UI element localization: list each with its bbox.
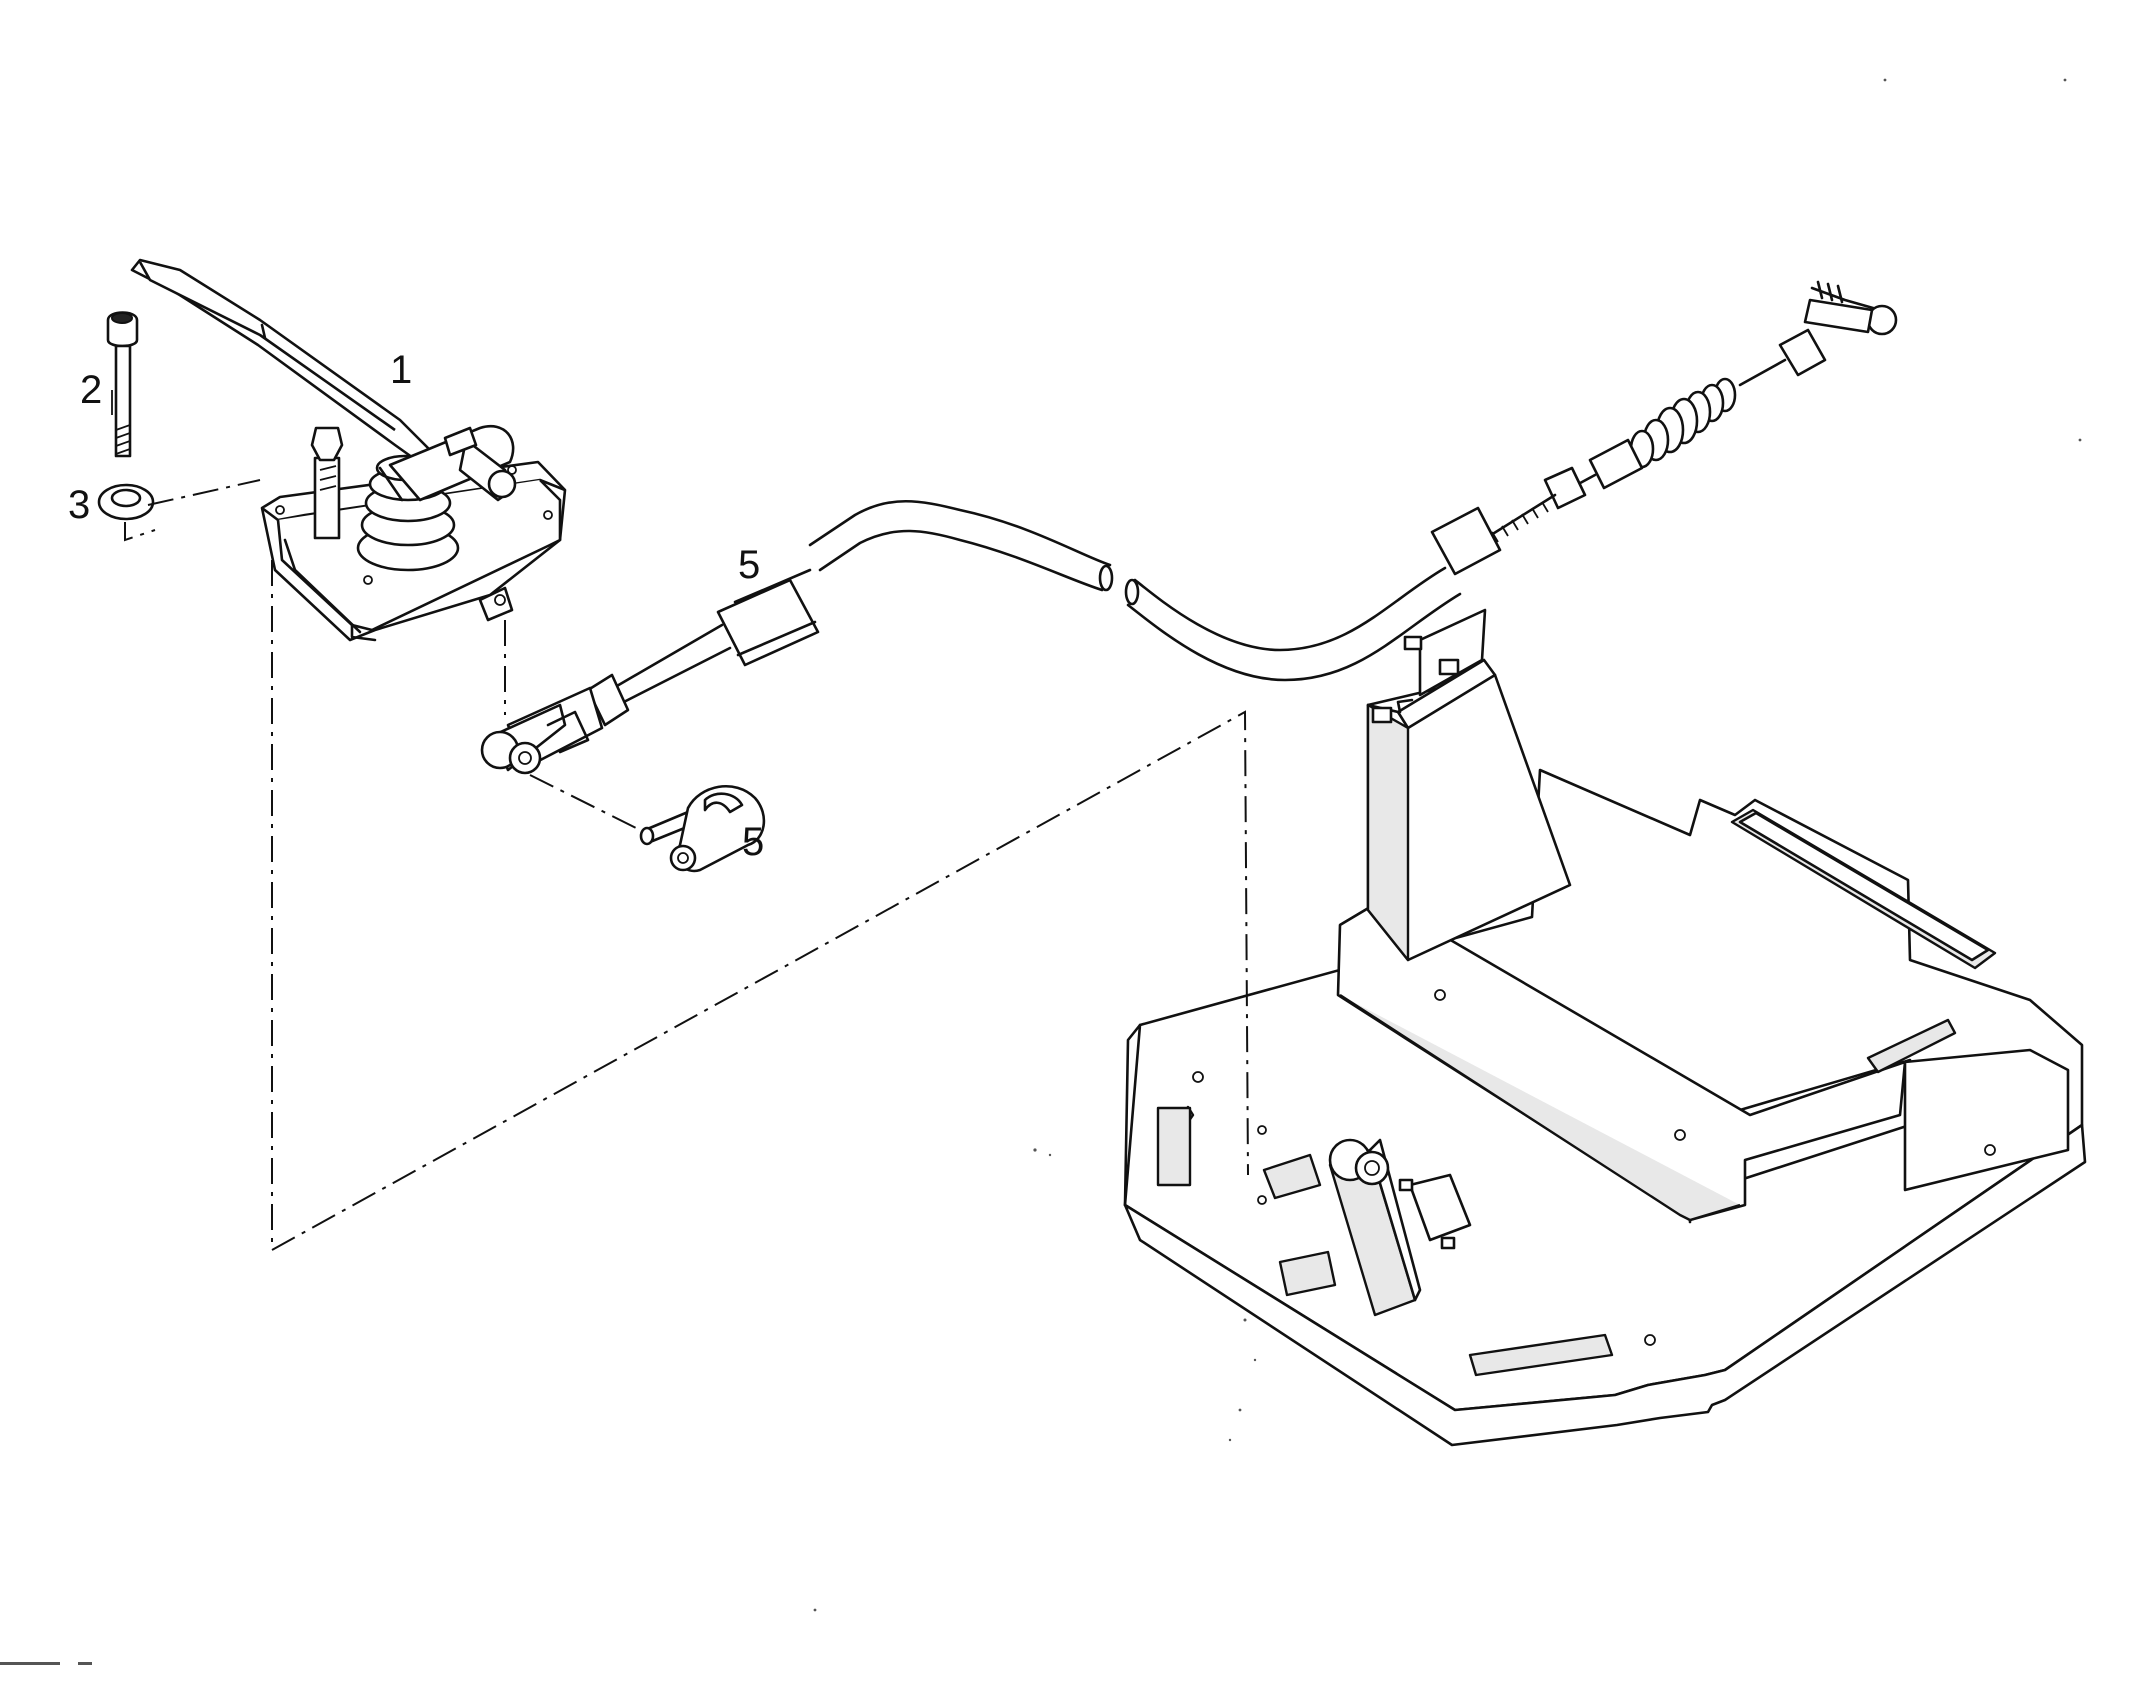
washer — [97, 483, 155, 521]
cable-clip — [639, 784, 766, 873]
callout-5-clip: 5 — [742, 820, 765, 864]
callout-2: 2 — [80, 368, 103, 412]
control-cable — [480, 280, 1898, 775]
assembly-lines — [124, 479, 1249, 1252]
callout-3: 3 — [68, 483, 91, 527]
scan-speckles — [0, 78, 2082, 1665]
callout-5-cable: 5 — [738, 543, 761, 587]
screw — [106, 311, 139, 458]
callout-1: 1 — [390, 348, 413, 392]
pedal-assembly — [130, 258, 567, 642]
cab-floor-plate — [1123, 608, 2087, 1447]
